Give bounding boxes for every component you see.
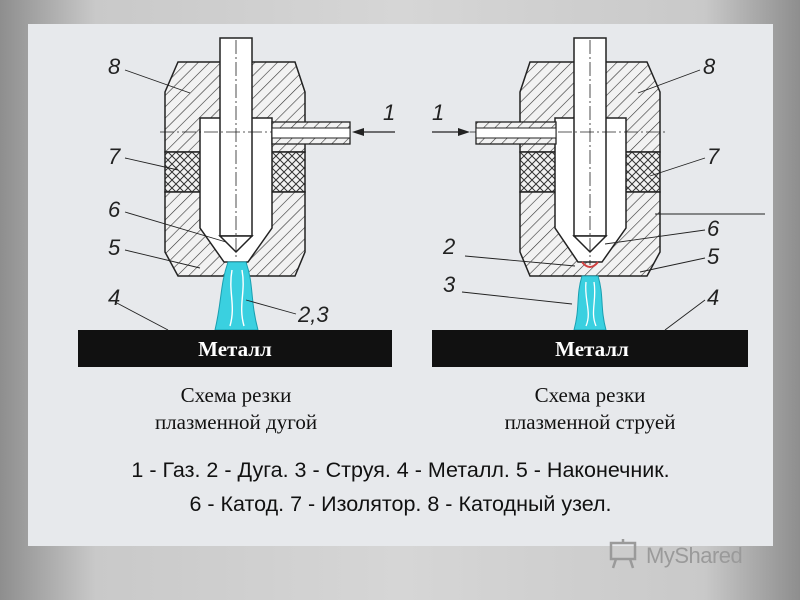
left-callout-6: 6 bbox=[108, 197, 121, 222]
right-callout-4: 4 bbox=[707, 285, 719, 310]
left-caption: Схема резки плазменной дугой bbox=[106, 382, 366, 436]
right-callout-3: 3 bbox=[443, 272, 456, 297]
left-callout-8: 8 bbox=[108, 54, 121, 79]
right-caption: Схема резки плазменной струей bbox=[460, 382, 720, 436]
legend-line2: 6 - Катод. 7 - Изолятор. 8 - Катодный уз… bbox=[189, 492, 612, 516]
left-caption-line1: Схема резки bbox=[180, 383, 292, 407]
right-callout-2: 2 bbox=[442, 234, 455, 259]
right-metal-plate bbox=[432, 330, 748, 367]
slide: 8 7 6 5 4 1 2,3 8 7 6 5 4 1 2 3 Металл М… bbox=[28, 24, 773, 546]
watermark: MyShared bbox=[606, 537, 776, 573]
left-torch bbox=[78, 37, 395, 367]
right-callout-6: 6 bbox=[707, 216, 720, 241]
right-caption-line2: плазменной струей bbox=[504, 410, 676, 434]
left-callout-7: 7 bbox=[108, 144, 121, 169]
watermark-text: MyShared bbox=[646, 543, 743, 568]
right-plasma-jet bbox=[573, 275, 607, 331]
left-callout-1: 1 bbox=[383, 100, 395, 125]
right-torch bbox=[432, 37, 765, 367]
right-callout-8: 8 bbox=[703, 54, 716, 79]
presentation-board-icon bbox=[609, 539, 637, 569]
right-metal-label: Металл bbox=[555, 337, 629, 361]
right-callout-5: 5 bbox=[707, 244, 720, 269]
right-callout-1: 1 bbox=[432, 100, 444, 125]
left-plasma-jet bbox=[214, 261, 259, 331]
right-caption-line1: Схема резки bbox=[534, 383, 646, 407]
left-callout-4: 4 bbox=[108, 285, 120, 310]
left-metal-plate bbox=[78, 330, 392, 367]
legend-line1: 1 - Газ. 2 - Дуга. 3 - Струя. 4 - Металл… bbox=[131, 458, 670, 482]
left-callout-5: 5 bbox=[108, 235, 121, 260]
left-caption-line2: плазменной дугой bbox=[154, 410, 318, 434]
left-callout-2-3: 2,3 bbox=[297, 302, 329, 327]
plasma-cutting-diagram: 8 7 6 5 4 1 2,3 8 7 6 5 4 1 2 3 bbox=[78, 37, 765, 367]
left-metal-label: Металл bbox=[198, 337, 272, 361]
right-callout-7: 7 bbox=[707, 144, 720, 169]
